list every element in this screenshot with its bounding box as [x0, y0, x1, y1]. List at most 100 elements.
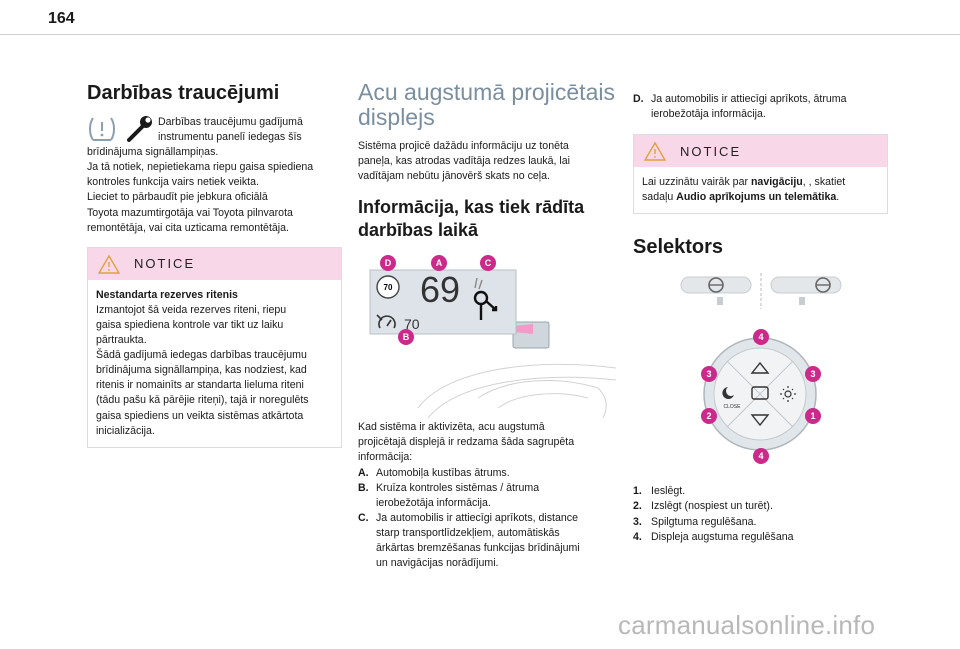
notice-body: Nestandarta rezerves ritenis Izmantojot … — [88, 280, 341, 447]
section-heading-selector: Selektors — [633, 236, 724, 259]
badge-4-top: 4 — [753, 329, 769, 346]
item-text: Ja automobilis ir attiecīgi aprīkots, di… — [376, 511, 578, 524]
item-text: un navigācijas norādījumi. — [376, 557, 499, 570]
notice-line: inicializācija. — [96, 424, 155, 437]
notice-line: pārtraukta. — [96, 334, 147, 347]
text-line: Kad sistēma ir aktivizēta, acu augstumā — [358, 421, 545, 434]
intro-line: Ja tā notiek, nepietiekama riepu gaisa s… — [87, 161, 314, 174]
sun-icon — [780, 386, 796, 403]
svg-text:4: 4 — [758, 332, 763, 342]
hud-after-text: Kad sistēma ir aktivizēta, acu augstumā … — [358, 420, 616, 465]
heading-line: Acu augstumā projicētais — [358, 79, 615, 105]
item-text: ierobežotāja informācija. — [376, 496, 491, 509]
warning-triangle-icon — [98, 254, 120, 274]
list-item: 2. Izslēgt (nospiest un turēt). — [633, 499, 888, 514]
item-key: 4. — [633, 530, 642, 543]
list-item: C. Ja automobilis ir attiecīgi aprīkots,… — [358, 511, 616, 571]
badge-a: A — [431, 255, 447, 272]
notice-line: Lai uzzinātu vairāk par navigāciju, , sk… — [642, 176, 846, 189]
badge-d: D — [380, 255, 396, 272]
badge-c: C — [480, 255, 496, 272]
dashboard-outline — [417, 364, 616, 419]
heading-line: Informācija, kas tiek rādīta — [358, 197, 585, 218]
badge-b: B — [398, 329, 414, 346]
item-text: ierobežotāja informācija. — [651, 108, 766, 121]
svg-text:1: 1 — [810, 411, 815, 421]
item-text: Spilgtuma regulēšana. — [651, 515, 757, 528]
intro-line: instrumentu panelī iedegas šīs — [158, 131, 302, 144]
item-key: 2. — [633, 500, 642, 513]
intro-line: Sistēma projicē dažādu informāciju uz to… — [358, 140, 569, 152]
malfunctions-intro: Darbības traucējumu gadījumā instrumentu… — [87, 115, 342, 236]
top-divider — [0, 34, 960, 35]
intro-line: vadītājam nebūtu jānovērš skats no ceļa. — [358, 170, 550, 183]
subheading-info-shown: Informācija, kas tiek rādīta darbības la… — [358, 196, 616, 242]
text-line: informācija: — [358, 451, 413, 464]
notice-label: NOTICE — [134, 256, 196, 272]
list-item: 1. Ieslēgt. — [633, 484, 888, 499]
heading-line: darbības laikā — [358, 220, 479, 241]
item-text: Ieslēgt. — [651, 485, 686, 498]
hud-figure: 70 69 70 D A C B — [369, 255, 616, 419]
notice-line: sadaļu Audio aprīkojums un telemātika. — [642, 191, 840, 204]
intro-line: Darbības traucējumu gadījumā — [158, 116, 303, 128]
intro-line: Lieciet to pārbaudīt pie jebkura oficiāl… — [87, 191, 268, 204]
page-number: 164 — [48, 10, 75, 27]
badge-1: 1 — [805, 408, 821, 425]
svg-text:2: 2 — [706, 411, 711, 421]
item-text: Kruīza kontroles sistēmas / ātruma — [376, 481, 540, 494]
vehicle-speed: 69 — [420, 269, 460, 310]
text-line: projicētajā displejā ir redzama šāda sag… — [358, 436, 575, 449]
selector-control: CLOSE — [703, 337, 817, 452]
projection-beam — [513, 324, 533, 335]
list-item: D. Ja automobilis ir attiecīgi aprīkots,… — [633, 92, 888, 122]
item-text: Ja automobilis ir attiecīgi aprīkots, āt… — [651, 93, 847, 105]
hud-intro: Sistēma projicē dažādu informāciju uz to… — [358, 139, 616, 184]
item-text: ārkārtas bremzēšanas funkcijas brīdināju… — [376, 542, 580, 555]
intro-line: paneļa, kas atrodas vadītāja redzes lauk… — [358, 155, 571, 168]
up-arrow-icon — [750, 362, 770, 375]
speed-limit-sign: 70 — [376, 275, 400, 299]
svg-text:C: C — [485, 258, 492, 268]
tyre-pressure-warning-icon — [89, 116, 152, 142]
cruise-speed-value: 70 — [404, 316, 420, 332]
notice-line: Izmantojot šā veida rezerves riteni, rie… — [96, 303, 287, 316]
item-text: Izslēgt (nospiest un turēt). — [651, 500, 773, 513]
navigation-arrow-icon — [473, 278, 498, 321]
notice-line: brīdinājuma signāllampiņa, kas nodziest,… — [96, 364, 307, 377]
notice-label: NOTICE — [680, 143, 742, 159]
badge-4-bottom: 4 — [753, 448, 769, 465]
section-heading-hud: Acu augstumā projicētais displejs — [358, 80, 616, 130]
intro-line: kontroles funkcija vairs netiek veikta. — [87, 176, 259, 189]
svg-text:3: 3 — [706, 369, 711, 379]
badge-3-right: 3 — [805, 366, 821, 383]
notice-line: Šādā gadījumā iedegas darbības traucējum… — [96, 349, 307, 362]
speed-limit-value: 70 — [384, 283, 393, 292]
notice-spare-wheel: NOTICE Nestandarta rezerves ritenis Izma… — [87, 246, 342, 448]
selector-figure: CLOSE 4 3 3 2 1 4 — [680, 273, 842, 465]
notice-body: Lai uzzinātu vairāk par navigāciju, , sk… — [634, 167, 887, 213]
svg-text:3: 3 — [810, 369, 815, 379]
notice-header: NOTICE — [88, 247, 341, 280]
notice-line: ritenis ir nomainīts ar standarta lielum… — [96, 379, 304, 392]
list-item: 4.Displeja augstuma regulēšana — [633, 530, 888, 545]
svg-text:4: 4 — [758, 451, 763, 461]
intro-line: remontētāja, vai cita uzticama remontētā… — [87, 221, 289, 234]
intro-line: Toyota mazumtirgotāja vai Toyota pilnvar… — [87, 206, 293, 219]
column-selector: D. Ja automobilis ir attiecīgi aprīkots,… — [633, 92, 888, 545]
item-key: 1. — [633, 485, 642, 498]
moon-icon — [722, 387, 734, 400]
notice-line: gaisa spiediena kontrole var tikt uz lai… — [96, 318, 284, 331]
notice-navigation: NOTICE Lai uzzinātu vairāk par navigācij… — [633, 134, 888, 215]
list-item: A. Automobiļa kustības ātrums. — [358, 466, 616, 481]
svg-text:B: B — [403, 332, 410, 342]
svg-text:A: A — [436, 258, 443, 268]
watermark: carmanualsonline.info — [618, 610, 876, 640]
heading-line: displejs — [358, 104, 435, 130]
selector-items-list: 1. Ieslēgt. 2. Izslēgt (nospiest un turēt)… — [633, 484, 888, 544]
item-key: D. — [633, 93, 644, 105]
item-key: B. — [358, 481, 369, 494]
wrench-icon — [127, 116, 152, 142]
hud-item-d: D. Ja automobilis ir attiecīgi aprīkots,… — [633, 92, 888, 122]
badge-3-left: 3 — [701, 366, 717, 383]
